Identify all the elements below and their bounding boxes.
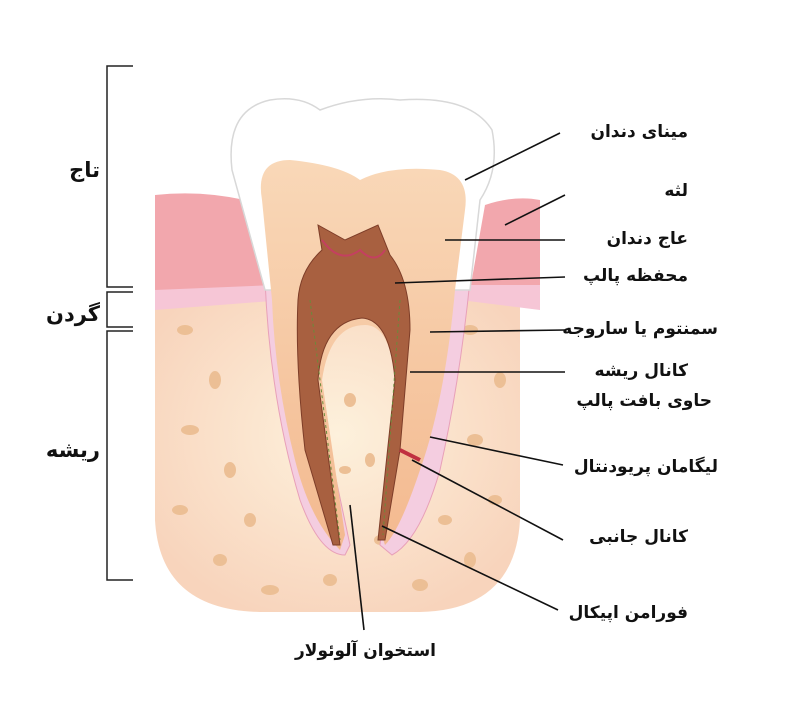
lateral-canal [399,448,421,462]
leader-lines [349,132,566,631]
label-root: ریشه [45,438,100,462]
label-enamel: مینای دندان [590,122,688,142]
label-root-canal: کانال ریشه [594,361,688,381]
label-alveolar-bone: استخوان آلوئولار [295,641,437,661]
label-crown: تاج [69,158,100,182]
gum-left [155,193,270,300]
label-periodontal-ligament: لیگامان پریودنتال [573,457,718,477]
label-gum: لثه [664,181,688,201]
gum-right [470,198,540,290]
label-root-canal-line2: حاوی بافت پالپ [576,391,712,411]
label-cementum: سمنتوم یا ساروجه [562,319,718,339]
label-dentin: عاج دندان [606,229,688,249]
label-apical-foramen: فورامن اپیکال [568,603,688,623]
label-pulp-chamber: محفظه پالپ [583,266,688,286]
label-neck: گردن [46,302,100,326]
pulp-chamber [296,224,411,546]
bone-spots [172,325,506,595]
brackets [106,65,133,581]
label-lateral-canal: کانال جانبی [589,527,688,547]
